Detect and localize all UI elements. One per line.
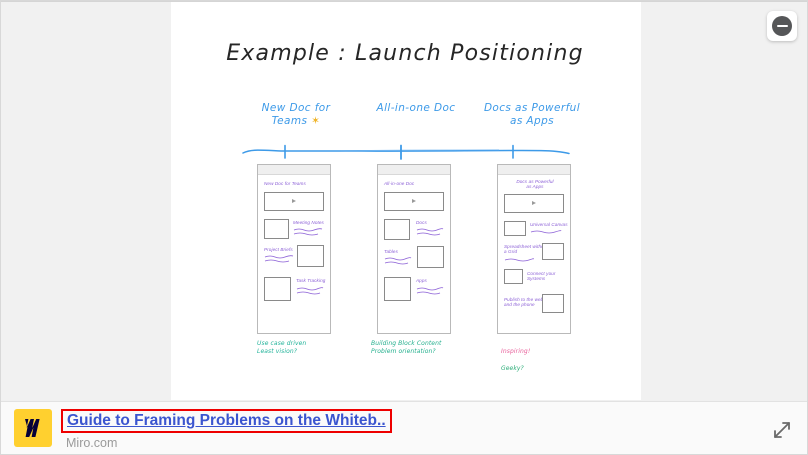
thumb-2c	[384, 277, 411, 301]
letterbox-left	[1, 2, 171, 400]
squiggle-3b	[504, 258, 534, 262]
ad-text-block: Guide to Framing Problems on the Whiteb.…	[61, 409, 392, 451]
top-divider	[1, 1, 807, 2]
card-1-label-3: Task Tracking	[296, 278, 326, 283]
card-1-titlebar	[258, 165, 330, 175]
star-icon: ✶	[311, 114, 321, 127]
thumb-2b	[417, 246, 444, 268]
squiggle-1c	[296, 287, 324, 295]
ad-display-url: Miro.com	[66, 436, 118, 450]
hero-thumb-1	[264, 192, 324, 211]
advertiser-block[interactable]: Guide to Framing Problems on the Whiteb.…	[14, 409, 392, 451]
card-3-label-4: Publish to the web and the phone	[504, 297, 544, 308]
squiggle-1b	[264, 255, 294, 263]
minus-circle-icon	[772, 16, 792, 36]
ad-headline-link[interactable]: Guide to Framing Problems on the Whiteb.…	[67, 412, 386, 429]
play-icon	[532, 201, 536, 205]
card-3-body: Docs as Powerful as Apps Universal Canva…	[498, 175, 570, 335]
wireframe-card-3: Docs as Powerful as Apps Universal Canva…	[497, 164, 571, 334]
squiggle-1a	[293, 228, 323, 236]
thumb-3a	[504, 221, 526, 236]
expand-button[interactable]	[769, 417, 795, 443]
whiteboard-title: Example : Launch Positioning	[226, 41, 584, 66]
thumb-1c	[264, 277, 291, 301]
thumb-3b	[542, 243, 564, 260]
miro-logo-icon	[14, 409, 52, 447]
card-3-label-3: Connect your Systems	[527, 271, 556, 282]
hero-thumb-3	[504, 194, 564, 213]
caption-3-line-2: Geeky?	[501, 365, 524, 373]
caption-1: Use case driven Least vision?	[257, 340, 307, 356]
column-header-3: Docs as Powerful as Apps	[483, 102, 581, 127]
play-icon	[292, 199, 296, 203]
caption-3: Inspiring! Geeky?	[501, 340, 530, 374]
card-2-titlebar	[378, 165, 450, 175]
card-3-titlebar	[498, 165, 570, 175]
card-2-label-2: Tables	[384, 249, 398, 254]
caption-2: Building Block Content Problem orientati…	[371, 340, 442, 356]
wireframe-card-2: All-in-one Doc Docs Tables Apps	[377, 164, 451, 334]
card-1-label-1: Meeting Notes	[293, 220, 324, 225]
headline-annotation-box: Guide to Framing Problems on the Whiteb.…	[61, 409, 392, 433]
card-3-title: Docs as Powerful as Apps	[516, 179, 554, 190]
column-header-2: All-in-one Doc	[376, 102, 456, 114]
card-2-body: All-in-one Doc Docs Tables Apps	[378, 175, 450, 335]
card-2-label-1: Docs	[416, 220, 427, 225]
card-2-label-3: Apps	[416, 278, 427, 283]
play-icon	[412, 199, 416, 203]
card-3-label-1: Universal Canvas	[530, 222, 568, 227]
timeline-axis	[242, 144, 570, 160]
minus-bar	[776, 24, 788, 28]
wireframe-card-1: New Doc for Teams Meeting Notes Project …	[257, 164, 331, 334]
card-1-label-2: Project Briefs	[264, 247, 293, 252]
thumb-1b	[297, 245, 324, 267]
thumb-1a	[264, 219, 289, 239]
squiggle-2c	[416, 287, 444, 295]
squiggle-2b	[384, 257, 412, 265]
ad-creative-area[interactable]: Example : Launch Positioning New Doc for…	[1, 1, 807, 401]
ad-footer: Guide to Framing Problems on the Whiteb.…	[1, 401, 807, 454]
letterbox-right	[641, 2, 807, 400]
card-2-title: All-in-one Doc	[384, 181, 415, 186]
squiggle-3a	[530, 230, 562, 234]
card-1-title: New Doc for Teams	[264, 181, 306, 186]
card-3-label-2: Spreadsheet without a Grid	[504, 244, 548, 255]
column-header-1: New Doc for Teams ✶	[253, 102, 339, 127]
thumb-3c	[504, 269, 523, 284]
caption-3-line-1: Inspiring!	[501, 348, 531, 356]
column-header-1-label: New Doc for Teams	[261, 102, 331, 127]
squiggle-2a	[416, 228, 444, 236]
hero-thumb-2	[384, 192, 444, 211]
thumb-2a	[384, 219, 410, 240]
thumb-3d	[542, 294, 564, 313]
card-1-body: New Doc for Teams Meeting Notes Project …	[258, 175, 330, 335]
close-ad-button[interactable]	[767, 11, 797, 41]
